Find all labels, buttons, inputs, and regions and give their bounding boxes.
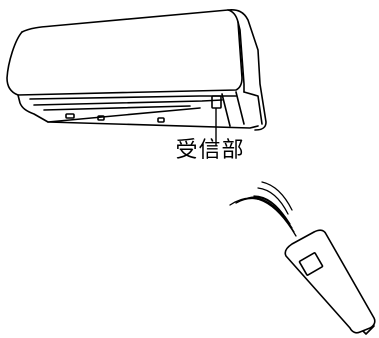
remote-display [298, 252, 324, 276]
ac-right-housing [221, 91, 263, 127]
signal-arc-2 [235, 197, 295, 233]
signal-arc-7 [261, 181, 293, 211]
ac-foot-left [65, 113, 75, 119]
remote-top-face [284, 229, 376, 334]
ac-side-edge [237, 21, 245, 93]
ac-vent-line-3 [43, 105, 191, 111]
ac-foot-right [157, 117, 165, 123]
receiver-label: 受信部 [175, 138, 245, 163]
air-conditioner-unit [6, 9, 267, 131]
signal-waves [229, 181, 297, 237]
ac-louver-edge [47, 107, 201, 123]
signal-arc-6 [257, 187, 289, 215]
signal-arc-3 [241, 197, 293, 229]
signal-arc-5 [253, 195, 288, 221]
ac-bottom-chassis [17, 94, 259, 129]
ac-vent-line-2 [33, 99, 223, 106]
ac-top-face [21, 9, 267, 131]
ac-front-face [6, 9, 243, 96]
ac-foot-mid [97, 115, 105, 121]
ac-vent-line-1 [29, 95, 237, 100]
receiver-window [211, 95, 222, 109]
remote-control [284, 229, 376, 335]
